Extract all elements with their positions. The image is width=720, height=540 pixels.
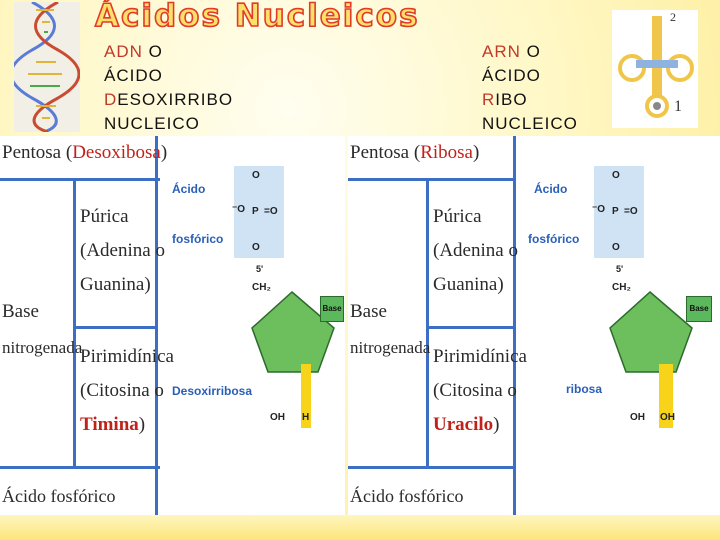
purica-line: Púrica xyxy=(80,206,129,227)
base-cell: Base nitrogenada xyxy=(350,294,430,366)
chem-atom: OH xyxy=(270,412,285,423)
chem-atom: OH xyxy=(660,412,675,423)
pentose-ring xyxy=(609,291,693,373)
chem-atom: O xyxy=(252,170,260,181)
chem-atom: P xyxy=(612,206,619,217)
acid-label: Ácido xyxy=(172,182,206,196)
purica-cell: Púrica (Adenina o Guanina) xyxy=(433,200,518,302)
paren: ) xyxy=(138,414,146,435)
table-divider xyxy=(426,181,429,466)
table-divider xyxy=(75,326,158,329)
pirimidinica-line: Pirimidínica xyxy=(433,346,527,367)
thymine-label: Timina xyxy=(80,414,139,435)
trna-label-1: 1 xyxy=(674,98,682,115)
purica-line: (Adenina o xyxy=(80,240,165,261)
chem-atom: H xyxy=(302,412,310,423)
chem-atom: O xyxy=(612,170,620,181)
table-divider xyxy=(348,466,516,469)
purica-line: (Adenina o xyxy=(433,240,518,261)
paren: ) xyxy=(472,142,480,163)
base-label: nitrogenada xyxy=(350,338,431,357)
pirimidinica-line: (Citosina o xyxy=(433,380,517,401)
base-label: Base xyxy=(350,301,387,322)
header-text: NUCLEICO xyxy=(104,114,200,133)
purica-line: Guanina) xyxy=(433,274,504,295)
header-text: IBO xyxy=(495,90,528,109)
base-cell: Base nitrogenada xyxy=(2,294,82,366)
header-text: O xyxy=(520,42,541,61)
chem-atom: CH₂ xyxy=(252,282,271,293)
table-divider xyxy=(73,181,76,466)
pentose-cell: Pentosa (Ribosa) xyxy=(350,142,479,164)
chem-atom: =O xyxy=(264,206,278,217)
chem-atom: 5' xyxy=(616,264,624,274)
page-title: Ácidos Nucleicos xyxy=(94,0,420,34)
chem-atom: P xyxy=(252,206,259,217)
pentose-cell: Pentosa (Desoxibosa) xyxy=(2,142,167,164)
chem-atom: =O xyxy=(624,206,638,217)
base-label: Base xyxy=(2,301,39,322)
phosphoric-label: fosfórico xyxy=(172,232,224,246)
highlight-bar xyxy=(301,364,311,428)
chem-atom: 5' xyxy=(256,264,264,274)
header-text: ESOXIRRIBO xyxy=(117,90,234,109)
trna-label-2: 2 xyxy=(670,10,676,24)
pirimidinica-line: Pirimidínica xyxy=(80,346,174,367)
header-text: O xyxy=(142,42,163,61)
purica-cell: Púrica (Adenina o Guanina) xyxy=(80,200,165,302)
acid-cell: Ácido fosfórico xyxy=(2,486,116,506)
table-divider xyxy=(348,178,516,181)
rna-abbr: ARN xyxy=(482,42,521,61)
trna-image: 2 1 xyxy=(612,10,698,128)
paren: ) xyxy=(160,142,168,163)
uracil-label: Uracilo xyxy=(433,414,494,435)
phosphate-group xyxy=(594,166,644,258)
rna-panel: Pentosa (Ribosa) Base nitrogenada Púrica… xyxy=(348,136,720,516)
header-text: NUCLEICO xyxy=(482,114,578,133)
pentose-label: Pentosa ( xyxy=(350,142,421,163)
table-divider xyxy=(0,178,160,181)
header-highlight: D xyxy=(104,90,118,109)
chem-atom: ⁻O xyxy=(232,204,246,215)
chem-atom: OH xyxy=(630,412,645,423)
purica-line: Guanina) xyxy=(80,274,151,295)
sugar-label: ribosa xyxy=(566,382,603,396)
header-highlight: R xyxy=(482,90,496,109)
highlight-bar xyxy=(659,364,673,428)
header-text: ÁCIDO xyxy=(482,66,541,85)
dna-abbr: ADN xyxy=(104,42,143,61)
table-divider xyxy=(0,466,160,469)
acid-label: Ácido xyxy=(534,182,568,196)
sugar-label: Desoxirribosa xyxy=(172,384,253,398)
dna-header: ADN O ÁCIDO DESOXIRRIBO NUCLEICO xyxy=(104,40,233,136)
pirimidinica-cell: Pirimidínica (Citosina o Uracilo) xyxy=(433,340,527,442)
phosphoric-label: fosfórico xyxy=(528,232,580,246)
purica-line: Púrica xyxy=(433,206,482,227)
pentose-name: Ribosa xyxy=(420,142,473,163)
pirimidinica-line: (Citosina o xyxy=(80,380,164,401)
paren: ) xyxy=(493,414,500,435)
pentose-name: Desoxibosa xyxy=(72,142,161,163)
base-box: Base xyxy=(686,296,712,322)
base-box: Base xyxy=(320,296,344,322)
chem-atom: O xyxy=(252,242,260,253)
chem-atom: O xyxy=(612,242,620,253)
pentose-ring xyxy=(251,291,335,373)
phosphate-group xyxy=(234,166,284,258)
header-text: ÁCIDO xyxy=(104,66,163,85)
bottom-strip xyxy=(0,515,720,540)
dna-panel: Pentosa (Desoxibosa) Base nitrogenada Pú… xyxy=(0,136,345,516)
table-divider xyxy=(428,326,516,329)
pirimidinica-cell: Pirimidínica (Citosina o Timina) xyxy=(80,340,174,442)
acid-cell: Ácido fosfórico xyxy=(350,486,464,506)
dna-helix-image xyxy=(9,0,81,134)
chem-atom: CH₂ xyxy=(612,282,631,293)
chem-atom: ⁻O xyxy=(592,204,606,215)
pentose-label: Pentosa ( xyxy=(2,142,73,163)
rna-header: ARN O ÁCIDO RIBO NUCLEICO xyxy=(482,40,578,136)
base-label: nitrogenada xyxy=(2,338,83,357)
